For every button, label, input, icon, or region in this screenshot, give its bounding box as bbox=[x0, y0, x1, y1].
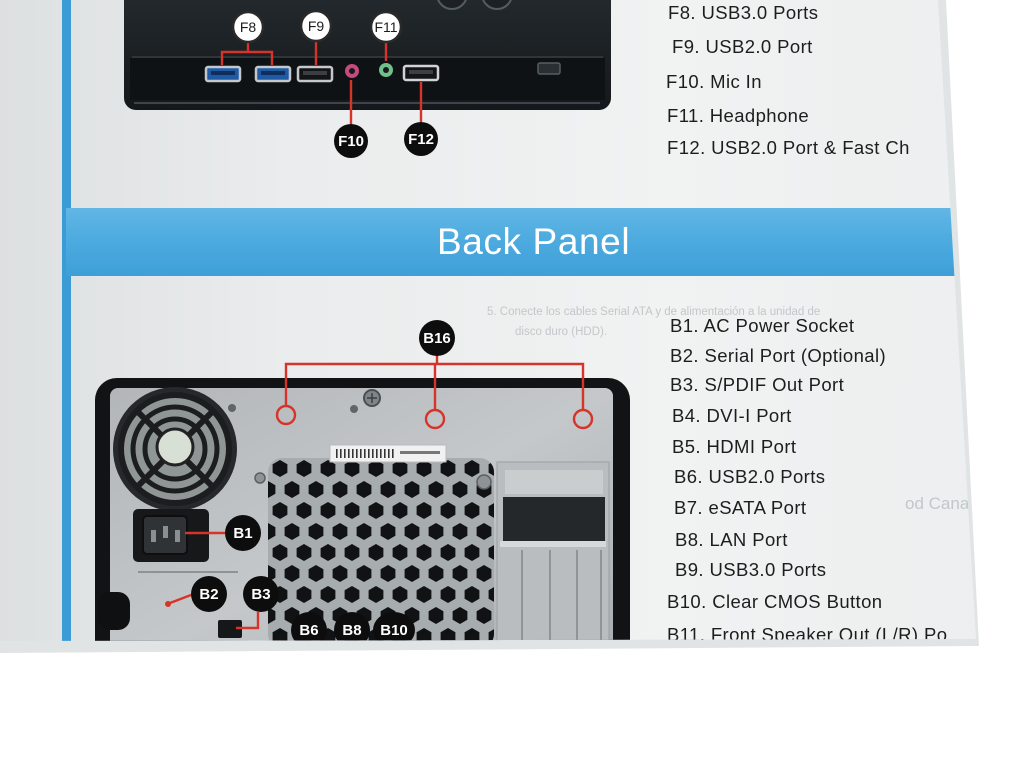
callout-b16: B16 bbox=[419, 320, 455, 356]
legend-item-b7: B7. eSATA Port bbox=[674, 497, 807, 518]
fan-grille bbox=[113, 387, 237, 511]
callout-target-ring bbox=[572, 408, 594, 430]
legend-item-f10: F10. Mic In bbox=[666, 71, 762, 92]
legend-item-f9: F9. USB2.0 Port bbox=[672, 36, 813, 57]
usb3-port bbox=[204, 65, 242, 83]
callout-b16-label: B16 bbox=[423, 330, 451, 347]
usb3-port bbox=[254, 65, 292, 83]
callout-target-dot bbox=[165, 601, 171, 607]
callout-b8-label: B8 bbox=[342, 622, 361, 639]
legend-item-b10: B10. Clear CMOS Button bbox=[667, 591, 883, 612]
section-title: Back Panel bbox=[437, 221, 631, 262]
bleed-through-text: od Canal Dual bbox=[905, 494, 1013, 513]
callout-f9: F9 bbox=[299, 9, 333, 43]
callout-target-ring bbox=[424, 408, 446, 430]
screw bbox=[350, 405, 358, 413]
callout-b1: B1 bbox=[225, 515, 261, 551]
callout-b10-label: B10 bbox=[380, 622, 408, 639]
callout-b8: B8 bbox=[334, 612, 370, 641]
front-panel-device bbox=[124, 0, 611, 110]
callout-b2: B2 bbox=[191, 576, 227, 612]
callout-b10: B10 bbox=[373, 612, 415, 641]
headphone-jack bbox=[379, 63, 393, 77]
card-slot bbox=[537, 62, 561, 75]
callout-b6: B6 bbox=[291, 612, 327, 641]
screw bbox=[254, 472, 266, 484]
spdif-port bbox=[218, 620, 242, 638]
mic-jack bbox=[345, 64, 359, 78]
callout-f10: F10 bbox=[334, 124, 368, 158]
legend-item-f11: F11. Headphone bbox=[667, 105, 810, 126]
legend-item-b5: B5. HDMI Port bbox=[672, 436, 797, 457]
back-leader-lines bbox=[169, 355, 594, 630]
section-band: Back Panel bbox=[66, 208, 956, 276]
callout-f8: F8 bbox=[231, 10, 265, 44]
legend-item-f8: F8. USB3.0 Ports bbox=[668, 2, 819, 23]
usb2-port bbox=[296, 65, 334, 83]
legend-item-b3: B3. S/PDIF Out Port bbox=[670, 374, 845, 395]
callout-f12: F12 bbox=[404, 122, 438, 156]
front-round-button bbox=[481, 0, 513, 10]
expansion-slot-bracket bbox=[496, 461, 610, 641]
screw bbox=[363, 389, 381, 407]
front-leader-lines bbox=[220, 41, 423, 124]
lock-tab bbox=[98, 592, 130, 630]
margin-rule bbox=[62, 0, 71, 641]
legend-item-f12: F12. USB2.0 Port & Fast Ch bbox=[667, 137, 910, 158]
callout-f10-label: F10 bbox=[338, 133, 364, 150]
back-panel-device bbox=[95, 378, 630, 641]
bleed-through-text: 5. Conecte los cables Serial ATA y de al… bbox=[487, 306, 821, 318]
callout-b1-label: B1 bbox=[233, 525, 252, 542]
legend-item-b8: B8. LAN Port bbox=[675, 529, 788, 550]
legend-item-b2: B2. Serial Port (Optional) bbox=[670, 345, 887, 366]
callout-f9-label: F9 bbox=[308, 18, 325, 34]
callout-b2-label: B2 bbox=[199, 586, 218, 603]
power-socket bbox=[133, 509, 209, 562]
usb-fast-charge-port bbox=[402, 64, 440, 82]
callout-target-ring bbox=[275, 404, 297, 426]
callout-f12-label: F12 bbox=[408, 131, 434, 148]
legend-item-b4: B4. DVI-I Port bbox=[672, 405, 792, 426]
callout-b6-label: B6 bbox=[299, 622, 318, 639]
callout-f8-label: F8 bbox=[240, 19, 257, 35]
front-round-button bbox=[436, 0, 468, 10]
legend-item-b1: B1. AC Power Socket bbox=[670, 315, 855, 336]
callout-f11: F11 bbox=[369, 10, 403, 44]
callout-b3-label: B3 bbox=[251, 586, 270, 603]
screw bbox=[476, 474, 492, 490]
legend-item-b6: B6. USB2.0 Ports bbox=[674, 466, 826, 487]
callout-f11-label: F11 bbox=[374, 19, 397, 35]
callout-b3: B3 bbox=[243, 576, 279, 612]
vent-grille bbox=[268, 458, 494, 641]
legend-item-b11: B11. Front Speaker Out (L/R) Po bbox=[667, 624, 948, 645]
legend-item-b9: B9. USB3.0 Ports bbox=[675, 559, 827, 580]
screw bbox=[228, 404, 236, 412]
bleed-through-text: disco duro (HDD). bbox=[515, 326, 608, 338]
barcode-label bbox=[329, 444, 447, 463]
